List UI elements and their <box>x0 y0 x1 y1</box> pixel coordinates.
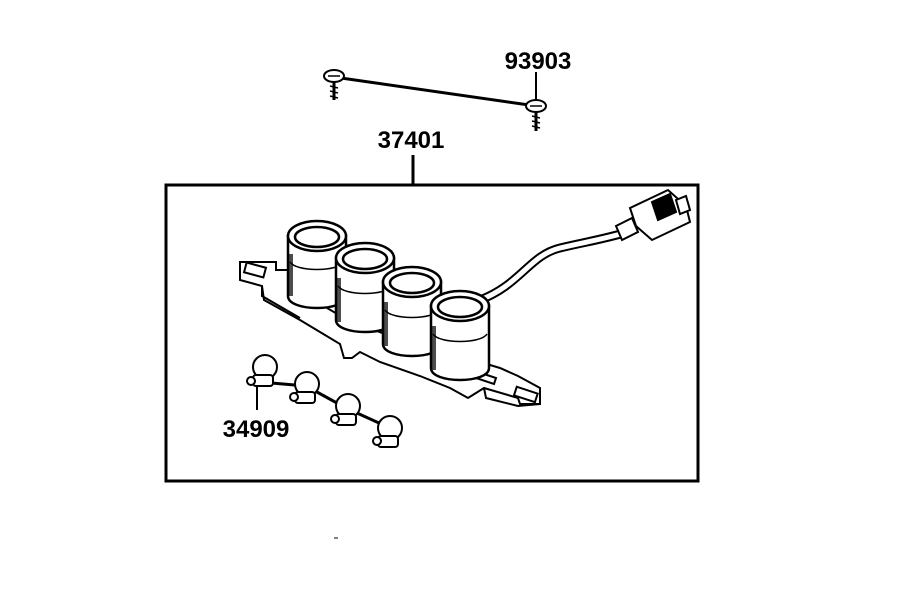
bulb-2 <box>289 371 320 404</box>
label-screws: 93903 <box>505 48 572 75</box>
label-bulbs: 34909 <box>223 416 290 443</box>
bulb-3 <box>330 393 361 426</box>
screws-group <box>323 69 547 131</box>
screw-right <box>525 99 547 131</box>
socket-4 <box>429 289 491 382</box>
bulb-4 <box>372 415 403 448</box>
wire-harness <box>475 227 633 305</box>
screws-leader-line <box>333 75 537 108</box>
socket-2 <box>334 241 396 334</box>
assembly-frame <box>164 183 700 483</box>
bulb-1 <box>246 354 278 387</box>
label-assembly: 37401 <box>378 127 445 154</box>
socket-3 <box>381 265 443 358</box>
socket-1 <box>286 219 348 310</box>
bulbs-group <box>246 354 403 448</box>
bulbs-leader-line <box>259 380 391 430</box>
screw-left <box>323 69 345 100</box>
connector-plug <box>614 188 692 242</box>
